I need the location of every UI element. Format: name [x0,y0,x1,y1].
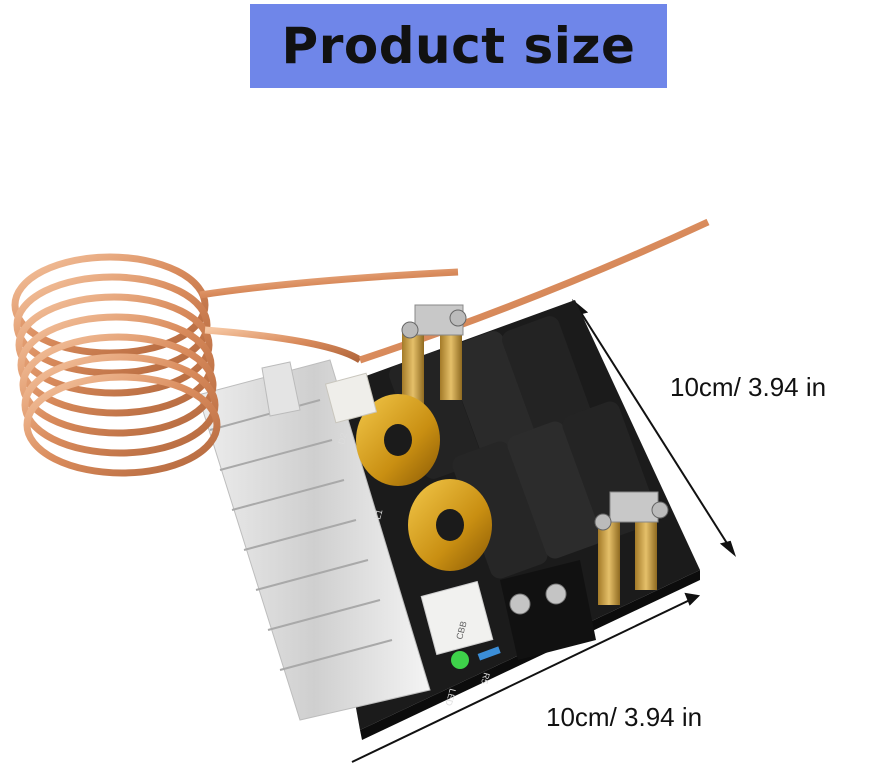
width-dimension-label: 10cm/ 3.94 in [546,702,703,732]
resistor [477,646,501,661]
marking-led: LED [443,687,457,707]
marking-cap: CBB [454,620,468,640]
led [451,651,469,669]
depth-dimension-label: 10cm/ 3.94 in [670,372,827,402]
marking-l1: L1 [372,508,384,520]
title-banner: Product size [250,4,667,88]
bus-bars [401,304,669,605]
copper-coil [11,218,710,477]
heatsink [197,359,431,721]
toroid-inductors [356,394,492,571]
film-capacitor [420,580,494,656]
terminal-block [500,560,596,660]
marking-r5: R5 [479,671,492,685]
marking-d2: D2 [336,432,349,446]
width-arrow [351,592,701,763]
white-connector [324,372,378,424]
capacitor-bank [389,316,658,579]
banner-title: Product size [281,17,636,75]
